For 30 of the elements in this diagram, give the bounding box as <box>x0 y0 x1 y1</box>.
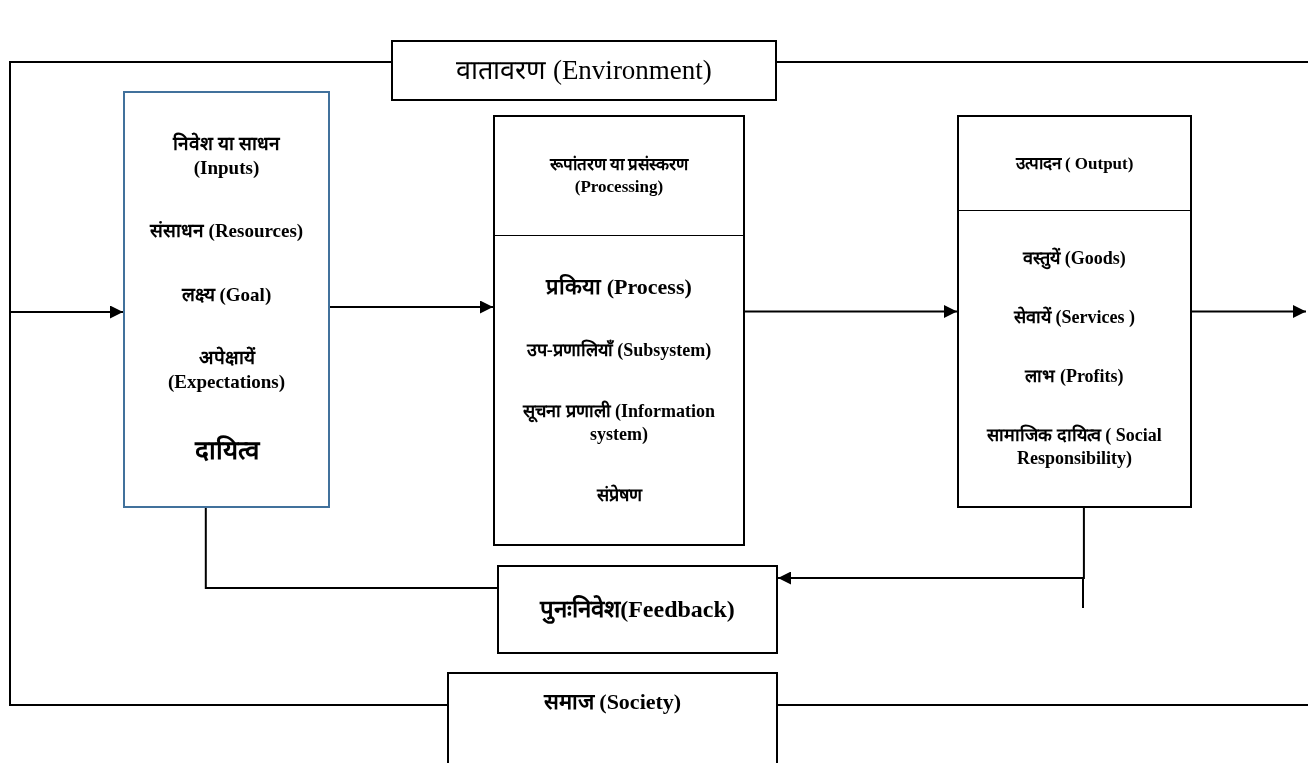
item-text: प्रकिया (Process) <box>544 273 693 302</box>
item-text: निवेश या साधन (Inputs) <box>171 131 282 181</box>
label-box <box>391 40 777 101</box>
item-text: संसाधन (Resources) <box>148 219 305 244</box>
arrow <box>9 305 124 319</box>
connector-line <box>204 507 498 589</box>
arrow <box>777 507 1085 585</box>
item-text: वातावरण (Environment) <box>455 53 713 87</box>
item-text: लक्ष्य (Goal) <box>180 282 273 307</box>
process-box <box>957 115 1192 508</box>
process-box <box>497 565 778 654</box>
item-text: उप-प्रणालियाँ (Subsystem) <box>525 339 713 363</box>
arrow <box>744 305 958 318</box>
item-text: अपेक्षायें (Expectations) <box>166 345 287 395</box>
item-text: सेवायें (Services ) <box>1012 305 1136 329</box>
process-box <box>493 115 745 546</box>
item-text: पुनःनिवेश(Feedback) <box>538 594 736 626</box>
item-text: लाभ (Profits) <box>1023 364 1125 388</box>
item-text: संप्रेषण <box>595 483 644 507</box>
arrow <box>329 300 494 314</box>
item-text: वस्तुयें (Goods) <box>1021 246 1127 271</box>
item-text: दायित्व <box>193 434 261 467</box>
process-box <box>123 91 330 508</box>
item-text: सूचना प्रणाली (Information system) <box>521 399 716 447</box>
heading-text: रूपांतरण या प्रसंस्करण (Processing) <box>548 154 690 199</box>
item-text: समाज (Society) <box>542 688 683 716</box>
item-text: सामाजिक दायित्व ( Social Responsibility) <box>985 423 1163 471</box>
label-box <box>447 672 778 763</box>
heading-text: उत्पादन ( Output) <box>1014 152 1135 175</box>
arrow <box>1191 305 1307 318</box>
